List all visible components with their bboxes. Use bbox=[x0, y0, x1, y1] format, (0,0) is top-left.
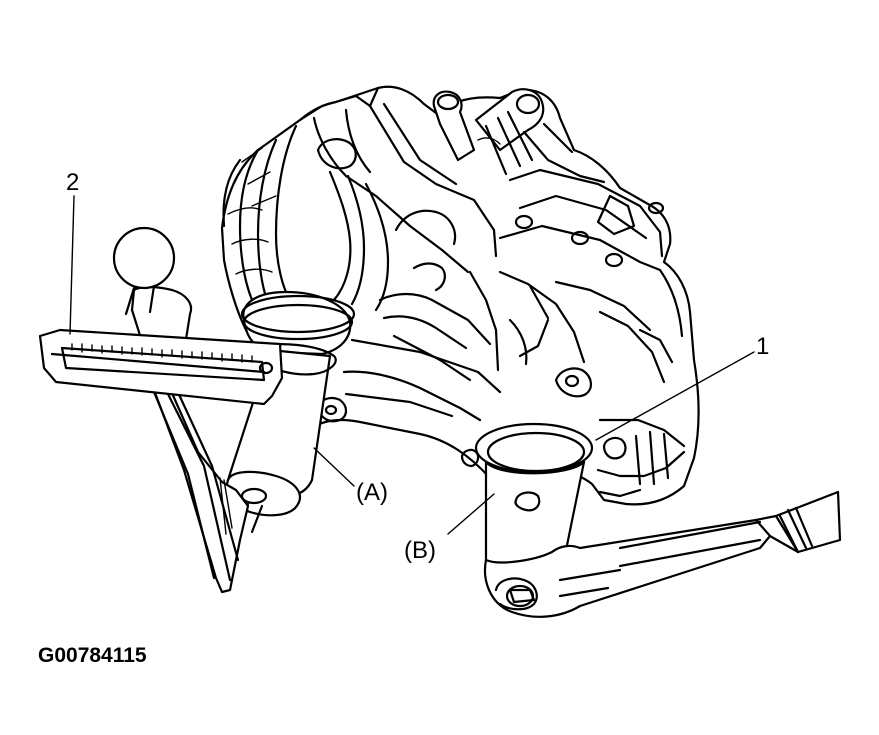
callout-number-2: 2 bbox=[66, 169, 79, 196]
callout-label-b: (B) bbox=[404, 537, 436, 564]
callout-torque-wrench: 2 bbox=[66, 169, 79, 335]
leader-line-b bbox=[447, 493, 495, 535]
leader-line-2 bbox=[69, 195, 75, 335]
figure-id: G00784115 bbox=[38, 644, 147, 667]
leader-line-1 bbox=[595, 351, 755, 441]
callout-tool-b: (B) bbox=[404, 493, 495, 564]
callout-tool-a: (A) bbox=[313, 447, 388, 506]
transaxle-housing bbox=[220, 85, 700, 506]
tool-b-installer bbox=[474, 422, 842, 618]
callout-number-1: 1 bbox=[756, 333, 769, 360]
leader-line-a bbox=[313, 447, 355, 487]
callout-tool-b-ring: 1 bbox=[595, 333, 769, 441]
torque-wrench bbox=[38, 226, 284, 594]
callout-label-a: (A) bbox=[356, 479, 388, 506]
